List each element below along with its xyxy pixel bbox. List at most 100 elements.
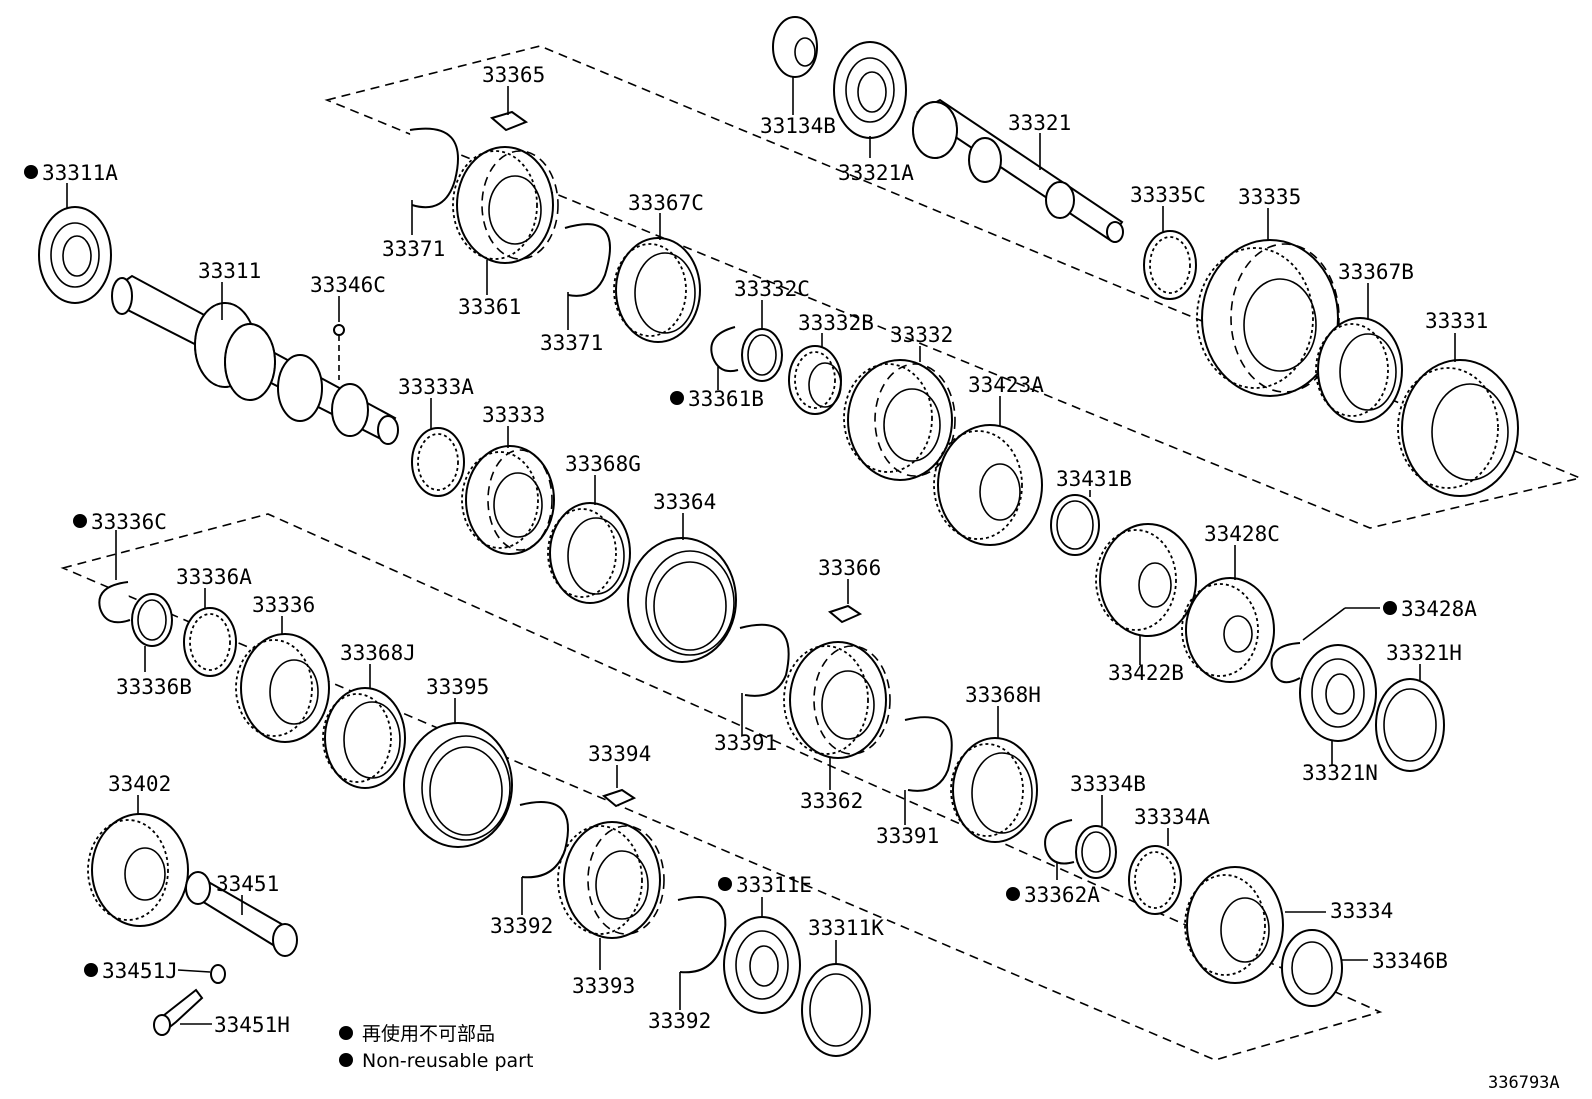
label-33334: 33334: [1330, 899, 1393, 923]
label-33333A: 33333A: [398, 375, 474, 399]
synchro-ring-33368H[interactable]: [950, 737, 1038, 843]
gear-33334[interactable]: [1184, 866, 1284, 984]
nonreusable-dot-33361B: [670, 391, 684, 405]
shaft-33311[interactable]: [111, 274, 399, 445]
washer-33346B[interactable]: [1281, 929, 1343, 1007]
needle-bearing-33335C[interactable]: [1143, 230, 1197, 300]
key-33365[interactable]: [489, 110, 529, 132]
label-33364: 33364: [653, 490, 716, 514]
label-33423A: 33423A: [968, 373, 1044, 397]
snap-ring-33392-upper[interactable]: [519, 801, 569, 879]
label-33321A: 33321A: [838, 161, 914, 185]
hub-33361[interactable]: [452, 146, 559, 264]
gear-33422B[interactable]: [1095, 523, 1197, 637]
hub-33362[interactable]: [783, 641, 891, 759]
leader-lines: [66, 76, 1456, 1010]
legend: 再使用不可部品 Non-reusable part: [339, 1023, 533, 1072]
gear-33333[interactable]: [461, 445, 555, 555]
label-33321: 33321: [1008, 111, 1071, 135]
snap-ring-33371-upper[interactable]: [409, 127, 459, 209]
nonreusable-dot-33362A: [1006, 887, 1020, 901]
label-33393: 33393: [572, 974, 635, 998]
sleeve-33364[interactable]: [627, 537, 737, 663]
label-33346C: 33346C: [310, 273, 386, 297]
label-33311A: 33311A: [42, 161, 118, 185]
washer-33332C[interactable]: [741, 328, 783, 382]
nonreusable-dot-33451J: [84, 963, 98, 977]
label-33366: 33366: [818, 556, 881, 580]
snap-ring-33336C[interactable]: [98, 581, 131, 624]
snap-ring-33391-lower[interactable]: [904, 716, 953, 792]
gear-33423A[interactable]: [933, 424, 1043, 546]
gear-33332[interactable]: [843, 359, 956, 481]
synchro-ring-33368G[interactable]: [547, 502, 631, 604]
circlip-33362A[interactable]: [1044, 819, 1075, 865]
bearing-33321A[interactable]: [833, 41, 907, 139]
label-33428A: 33428A: [1401, 597, 1477, 621]
washer-33334B[interactable]: [1075, 825, 1117, 879]
label-33332C: 33332C: [734, 277, 810, 301]
seal-33134B[interactable]: [772, 16, 818, 78]
gear-33336[interactable]: [235, 633, 330, 743]
label-33334B: 33334B: [1070, 772, 1146, 796]
key-33394[interactable]: [601, 788, 637, 808]
snap-ring-33392-lower[interactable]: [677, 896, 727, 974]
sleeve-33331[interactable]: [1397, 359, 1519, 497]
bearing-33321N[interactable]: [1299, 644, 1377, 742]
spacer-33431B[interactable]: [1050, 494, 1100, 556]
washer-33451J[interactable]: [210, 964, 226, 984]
synchro-ring-33367B[interactable]: [1315, 317, 1403, 423]
label-33336A: 33336A: [176, 565, 252, 589]
label-33361: 33361: [458, 295, 521, 319]
plate-33311K[interactable]: [801, 963, 871, 1057]
nonreusable-dot-33336C: [73, 514, 87, 528]
sleeve-33395[interactable]: [403, 722, 513, 848]
label-33346B: 33346B: [1372, 949, 1448, 973]
label-33311E: 33311E: [736, 873, 812, 897]
label-33333: 33333: [482, 403, 545, 427]
label-33368G: 33368G: [565, 452, 641, 476]
shaft-33321[interactable]: [912, 98, 1124, 243]
ball-33346C[interactable]: [333, 324, 345, 380]
washer-33336B[interactable]: [131, 593, 173, 647]
bolt-33451H[interactable]: [153, 988, 204, 1036]
gear-33428C[interactable]: [1181, 577, 1275, 683]
gear-33402[interactable]: [87, 813, 189, 927]
needle-bearing-33333A[interactable]: [411, 427, 465, 497]
synchro-ring-33367C[interactable]: [613, 237, 701, 343]
label-33336B: 33336B: [116, 675, 192, 699]
label-33334A: 33334A: [1134, 805, 1210, 829]
label-33336C: 33336C: [91, 510, 167, 534]
legend-english: Non-reusable part: [362, 1050, 533, 1072]
label-33368H: 33368H: [965, 683, 1041, 707]
snap-ring-33391-upper[interactable]: [739, 623, 790, 697]
hub-33393[interactable]: [557, 821, 665, 939]
legend-dot-jp: [339, 1026, 353, 1040]
snap-ring-33371-lower[interactable]: [564, 223, 611, 297]
diagram-code: 336793A: [1488, 1073, 1560, 1093]
legend-dot-en: [339, 1053, 353, 1067]
gear-33335[interactable]: [1196, 239, 1340, 397]
label-33362: 33362: [800, 789, 863, 813]
bearing-33311E[interactable]: [723, 916, 801, 1014]
needle-bearing-33332B[interactable]: [788, 345, 842, 415]
label-33332: 33332: [890, 323, 953, 347]
label-33395: 33395: [426, 675, 489, 699]
label-33134B: 33134B: [760, 114, 836, 138]
label-33321N: 33321N: [1302, 761, 1378, 785]
snap-ring-33428A[interactable]: [1270, 642, 1301, 684]
bearing-33311A[interactable]: [38, 206, 112, 304]
label-33392-a: 33392: [490, 914, 553, 938]
synchro-ring-33368J[interactable]: [322, 687, 406, 789]
label-33368J: 33368J: [340, 641, 416, 665]
needle-bearing-33334A[interactable]: [1128, 845, 1182, 915]
label-33362A: 33362A: [1024, 883, 1100, 907]
part-labels: 33311A 33311 33346C 33371 33365 33361 33…: [24, 63, 1488, 1037]
label-33367C: 33367C: [628, 191, 704, 215]
label-33451: 33451: [216, 872, 279, 896]
needle-bearing-33336A[interactable]: [183, 607, 237, 677]
legend-japanese: 再使用不可部品: [362, 1023, 495, 1045]
key-33366[interactable]: [827, 604, 863, 624]
plate-33321H[interactable]: [1375, 678, 1445, 772]
circlip-33361B[interactable]: [710, 326, 739, 373]
